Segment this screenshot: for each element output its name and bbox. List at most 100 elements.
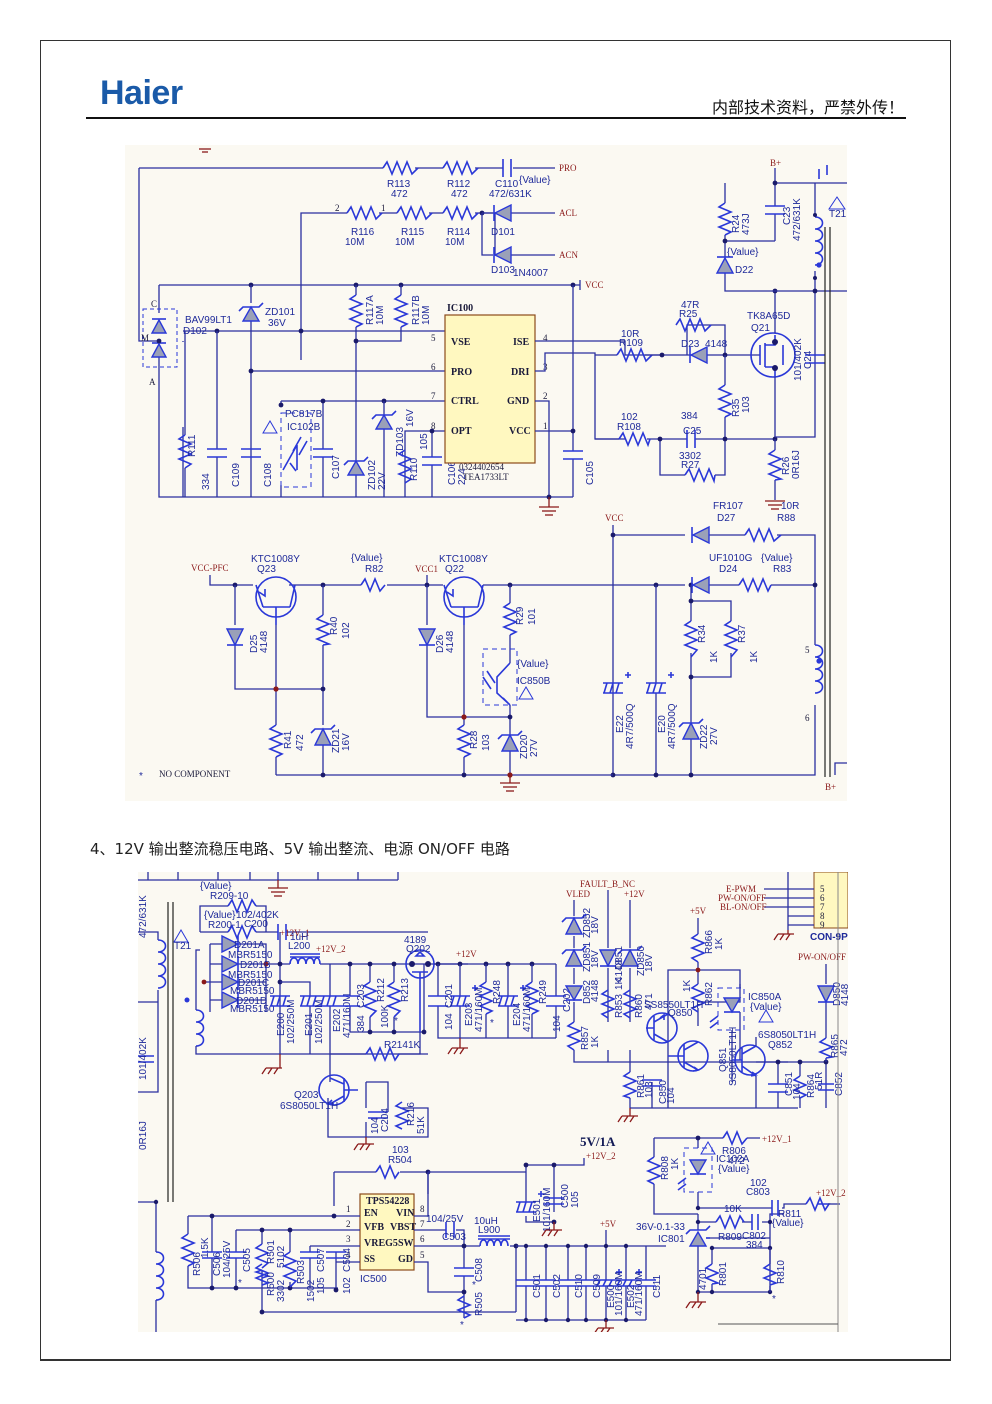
q202-ref: Q202 [406, 944, 431, 955]
resistor-r108 [618, 430, 651, 448]
capacitor-e502 [616, 1269, 642, 1287]
ic850a-ref: IC850A [748, 992, 782, 1003]
wire [481, 212, 555, 256]
zd20-val: 27V [529, 739, 540, 757]
ic100-model: TEA1733LT [463, 472, 509, 482]
resistor-r861 [621, 1071, 639, 1099]
wire [195, 905, 428, 1055]
r506-ref: R506 [192, 1252, 203, 1276]
warning-icon [700, 1141, 716, 1155]
d26-val: 4148 [445, 630, 456, 653]
capacitor-e201 [300, 995, 320, 1007]
resistor-r28 [455, 724, 473, 758]
d103-val: 1N4007 [513, 268, 548, 279]
ic500-right-pins: VIN VBST SW GD 8 7 6 5 [390, 1204, 425, 1265]
r808-val: 1K [670, 1157, 681, 1170]
wire [690, 585, 732, 775]
c506-ref: C506 [212, 1252, 223, 1276]
r88-val: 10R [781, 501, 799, 512]
net-p12v-1b: +12V_1 [762, 1134, 792, 1144]
wire-vcc-rail [159, 280, 581, 290]
capacitor-c24 [805, 354, 825, 364]
c803-val: 102 [750, 1178, 767, 1189]
transformer-primary-winding [814, 216, 824, 266]
svg-text:VSE: VSE [451, 337, 471, 348]
c25-val: 384 [681, 411, 698, 422]
svg-text:5: 5 [420, 1250, 425, 1260]
r866-val: 1K [714, 937, 725, 950]
r114-val: 10M [445, 237, 464, 248]
q23-ref: Q23 [257, 564, 276, 575]
r213-val: * [394, 1016, 398, 1027]
r200-ref: R200-1 [208, 920, 241, 931]
svg-text:6: 6 [420, 1234, 425, 1244]
c203-ref: C203 [356, 984, 367, 1008]
transformer-aux-winding [814, 644, 824, 694]
r865-ref: R865 [830, 1034, 841, 1058]
r214-ref: R214 [384, 1040, 408, 1051]
inductor-l200 [289, 957, 321, 965]
r500-ref: R500 [266, 1272, 277, 1296]
q852-val: 6S8050LT1H [758, 1030, 816, 1041]
net-vled: VLED [566, 889, 590, 899]
ground-symbol [773, 930, 794, 941]
resistor-r864 [791, 1075, 809, 1099]
c202-val: 104 [552, 1015, 563, 1032]
capacitor-c508 [454, 1267, 474, 1277]
svg-text:5: 5 [805, 645, 810, 655]
ground-symbol [765, 500, 785, 510]
resistor-r503 [281, 1251, 299, 1288]
capacitor-e20 [646, 672, 674, 694]
l200-ref: L200 [288, 941, 311, 952]
svg-text:4: 4 [346, 1250, 351, 1260]
capacitor-c24 [138, 1055, 154, 1063]
schematic-12v-5v-output: 101/402K 472/631K 0R16J T21 {Value} R209… [138, 871, 858, 1335]
svg-text:4: 4 [543, 333, 548, 343]
zd852-val: 18V [590, 916, 601, 934]
resistor-r249 [523, 981, 541, 1015]
c500-ref: C500 [560, 1184, 571, 1208]
resistor-r866 [689, 933, 707, 963]
ic801-val: 36V-0.1-33 [636, 1222, 685, 1233]
diode-d201c [221, 972, 240, 992]
resistors-r212-r213 [361, 981, 403, 1018]
diode-d851 [598, 949, 618, 968]
diode-d22 [715, 256, 735, 274]
d22-ref: D22 [735, 265, 754, 276]
r501-val: 5102 [276, 1245, 287, 1268]
resistor-r25 [675, 316, 712, 334]
c106-ref: C106 [447, 461, 458, 485]
c201-ref: C201 [444, 984, 455, 1008]
d201b-val: MBR5150 [228, 970, 273, 981]
d201a-val: MBR5150 [228, 950, 273, 961]
ic500-ref: IC500 [360, 1274, 387, 1285]
resistors-r34-r37 [682, 620, 740, 658]
ic850a-package [717, 987, 745, 1031]
wire [667, 918, 741, 1062]
resistor-r24 [716, 202, 734, 236]
capacitor-c107 [313, 448, 333, 458]
c509-ref: C509 [592, 1274, 603, 1298]
net-vcc-top: VCC [585, 280, 604, 290]
r27-val: 3302 [679, 451, 702, 462]
r216-ref: R216 [406, 1102, 417, 1126]
capacitor-c852 [818, 1083, 834, 1091]
c508-ref: C508 [474, 1258, 485, 1282]
r865-val: 472 [839, 1039, 848, 1056]
resistor-r88 [744, 526, 782, 544]
ground-symbol [539, 497, 559, 516]
d23-ref: D23 [681, 339, 700, 350]
d27-val: FR107 [713, 501, 743, 512]
diode-d101 [493, 203, 512, 223]
ic500-body [359, 1193, 415, 1271]
zd101-ref: ZD101 [265, 307, 295, 318]
diode-d27 [691, 525, 710, 545]
section-5v-title: 5V/1A [580, 1134, 616, 1149]
wire [138, 168, 545, 498]
ic850b-ref: IC850B [517, 676, 551, 687]
resistors-r114-r116 [346, 204, 479, 222]
capacitor-c505 [226, 1251, 246, 1259]
capacitor-c201 [428, 995, 448, 1007]
diode-d26 [417, 628, 437, 647]
r809-val: 10K [724, 1204, 742, 1215]
